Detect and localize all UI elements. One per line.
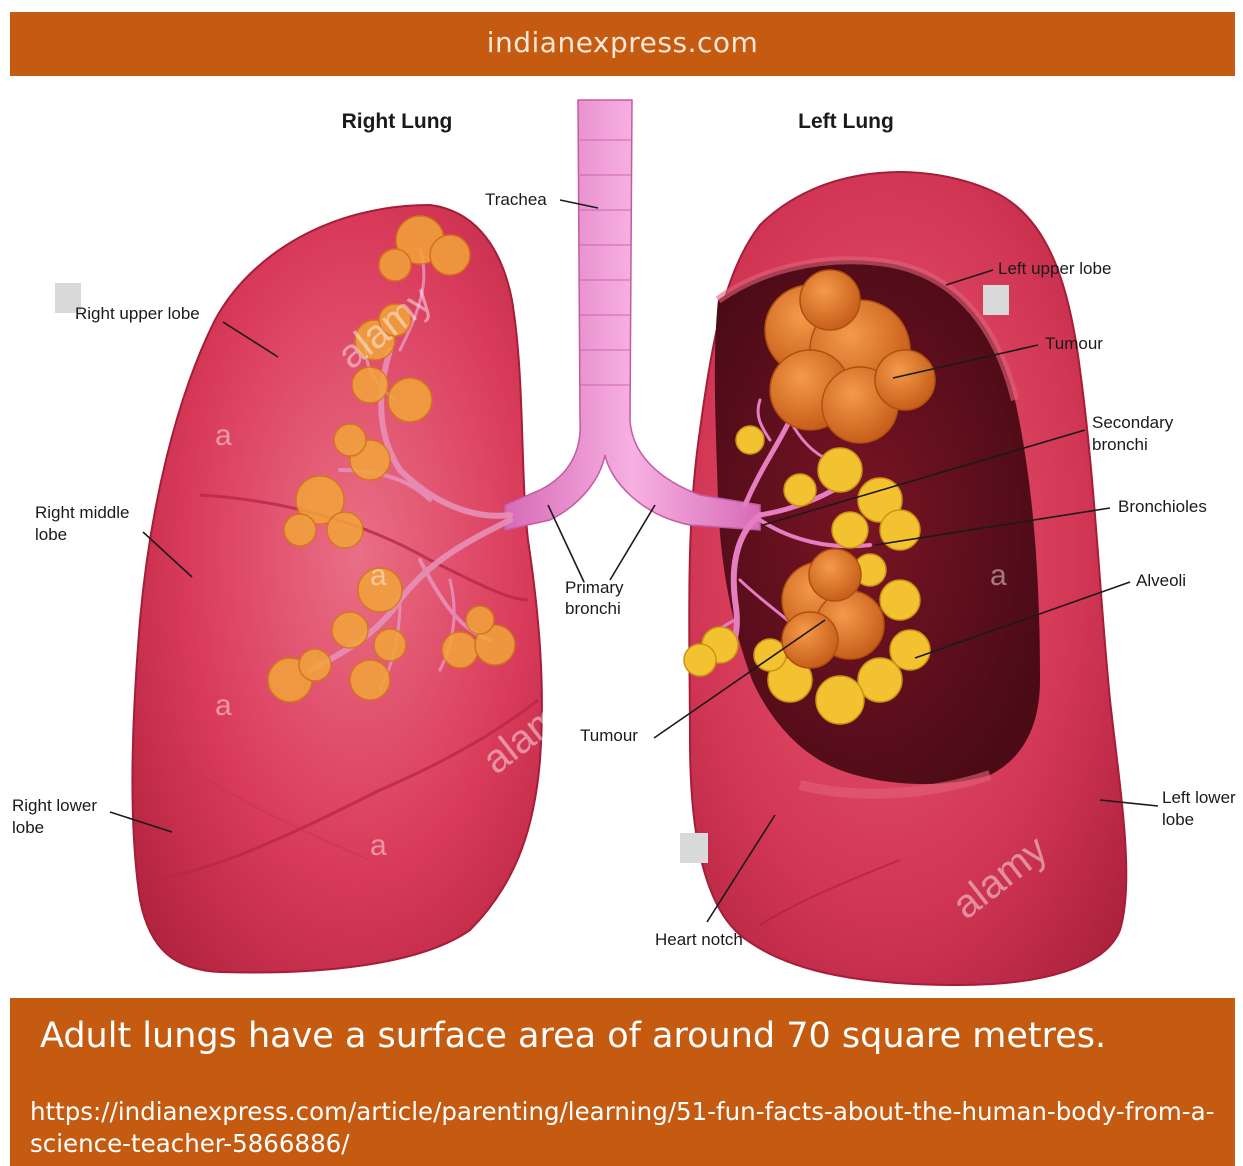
svg-text:a: a: [215, 689, 232, 722]
label-bronchioles: Bronchioles: [1118, 497, 1207, 516]
label-primary-bronchi-1: Primary: [565, 578, 624, 597]
label-right-upper-lobe: Right upper lobe: [75, 304, 200, 323]
label-tumour-right: Tumour: [1045, 334, 1103, 353]
heading-left-lung: Left Lung: [798, 110, 894, 133]
footer-banner: Adult lungs have a surface area of aroun…: [10, 998, 1235, 1166]
svg-text:a: a: [370, 829, 387, 862]
label-secondary-bronchi-2: bronchi: [1092, 435, 1148, 454]
site-name: indianexpress.com: [10, 26, 1235, 59]
label-right-middle-lobe-2: lobe: [35, 525, 67, 544]
label-alveoli: Alveoli: [1136, 571, 1186, 590]
label-trachea: Trachea: [485, 190, 547, 209]
header-banner: indianexpress.com: [10, 12, 1235, 76]
label-left-upper-lobe: Left upper lobe: [998, 259, 1111, 278]
heading-right-lung: Right Lung: [342, 110, 453, 133]
svg-text:alamy: alamy: [30, 831, 119, 912]
label-left-lower-lobe-1: Left lower: [1162, 788, 1236, 807]
label-tumour-center: Tumour: [580, 726, 638, 745]
fact-text: Adult lungs have a surface area of aroun…: [40, 1016, 1106, 1056]
label-left-lower-lobe-2: lobe: [1162, 810, 1194, 829]
lung-diagram: alamy alamy alamy alamy a a a a a Right …: [0, 76, 1243, 998]
svg-text:a: a: [215, 419, 232, 452]
svg-text:a: a: [990, 559, 1007, 592]
source-url: https://indianexpress.com/article/parent…: [30, 1096, 1220, 1160]
label-secondary-bronchi-1: Secondary: [1092, 413, 1174, 432]
label-right-lower-lobe-2: lobe: [12, 818, 44, 837]
label-right-middle-lobe-1: Right middle: [35, 503, 130, 522]
svg-text:a: a: [370, 559, 387, 592]
label-primary-bronchi-2: bronchi: [565, 599, 621, 618]
label-right-lower-lobe-1: Right lower: [12, 796, 97, 815]
label-heart-notch: Heart notch: [655, 930, 743, 949]
